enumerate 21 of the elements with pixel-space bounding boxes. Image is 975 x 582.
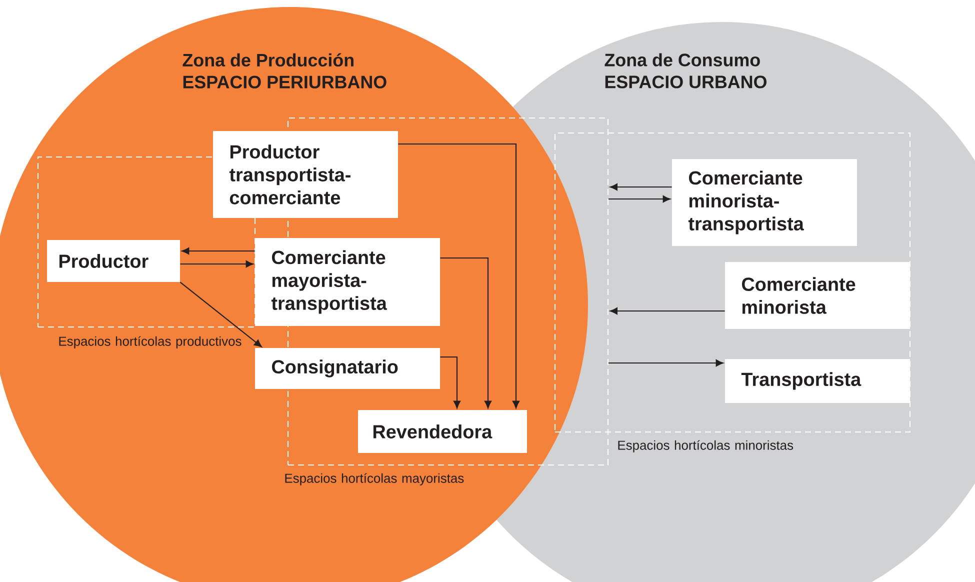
arrow — [440, 257, 492, 408]
arrow — [610, 184, 672, 190]
role-box: Comerciante minorista-transportista — [672, 159, 857, 246]
role-box: Transportista — [725, 359, 910, 403]
role-box: Consignatario — [255, 348, 440, 389]
arrow — [398, 143, 520, 408]
arrow — [440, 356, 460, 408]
region-caption: Espacios hortícolas mayoristas — [285, 473, 464, 486]
arrow — [610, 308, 725, 314]
arrow — [608, 360, 724, 366]
arrow — [608, 196, 670, 202]
arrow — [180, 282, 262, 348]
arrow — [180, 260, 254, 268]
arrow — [182, 248, 255, 254]
role-box: Revendedora — [358, 410, 527, 453]
node-label: Espacios hortícolas minoristas — [618, 440, 794, 452]
role-box: Productor — [47, 240, 180, 282]
role-box: Comerciante mayorista-transportista — [255, 238, 440, 326]
role-box: Productor transportista-comerciante — [213, 131, 398, 218]
role-box: Comerciante minorista — [725, 262, 910, 329]
node-label: Espacios hortícolas productivos — [59, 336, 242, 348]
